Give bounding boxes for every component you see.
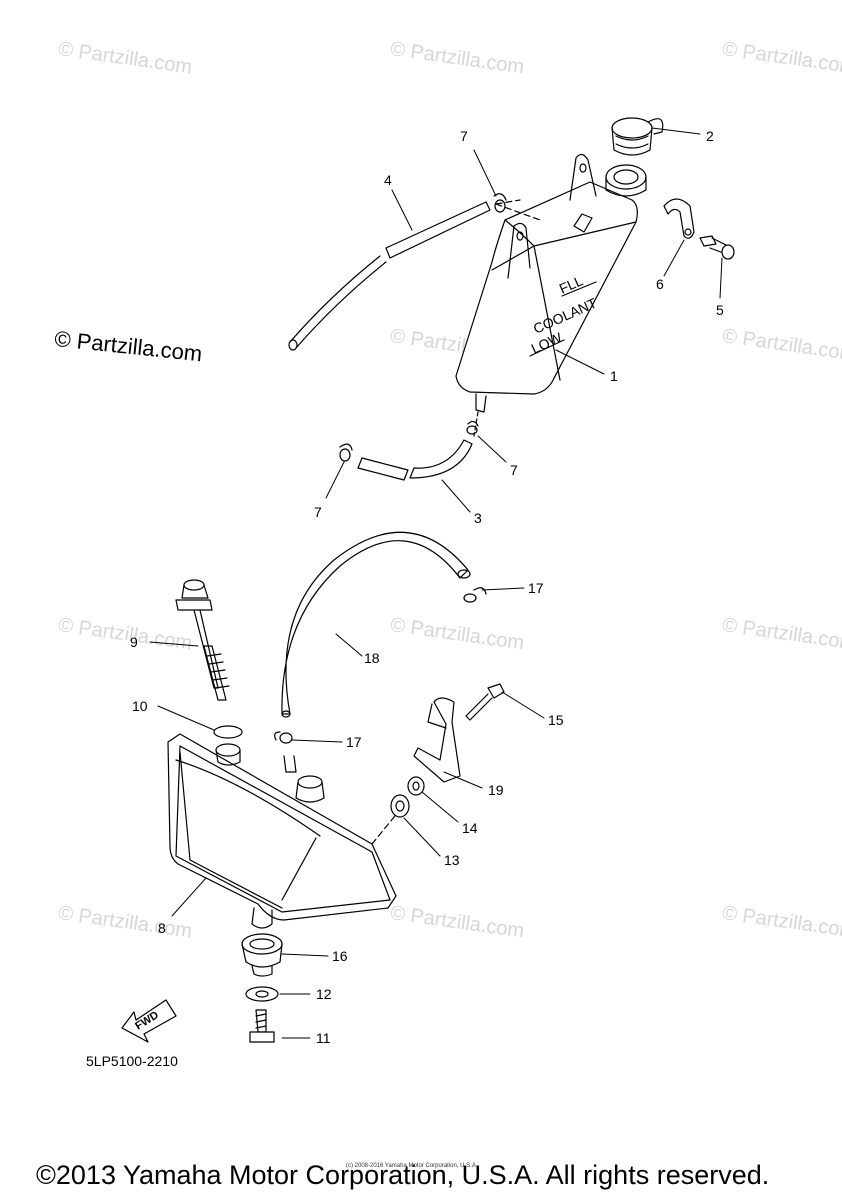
- callout-8: 8: [158, 920, 166, 936]
- callout-11: 11: [316, 1030, 331, 1046]
- callout-7-lower: 7: [510, 462, 518, 478]
- overflow-hose: [288, 199, 541, 351]
- diagram-code: 5LP5100-2210: [86, 1053, 178, 1069]
- collar-13: [390, 794, 410, 818]
- hose-clip-7-lower: [466, 420, 479, 435]
- damper-16: [241, 933, 283, 977]
- callout-7-upper: 7: [460, 128, 468, 144]
- dipstick: [175, 579, 230, 701]
- callout-15: 15: [548, 712, 564, 728]
- bracket-19: [413, 697, 461, 783]
- callout-4: 4: [384, 172, 392, 188]
- callout-17-lower: 17: [346, 734, 362, 750]
- callout-16: 16: [332, 948, 348, 964]
- callout-18: 18: [364, 650, 380, 666]
- o-ring-10: [213, 725, 243, 739]
- callout-12: 12: [316, 986, 332, 1002]
- hose-clamp: [663, 198, 695, 239]
- callout-2: 2: [706, 128, 714, 144]
- bolt-15: [465, 683, 505, 721]
- callout-13: 13: [444, 852, 460, 868]
- hose-clip-7-left: [339, 443, 353, 462]
- callout-3: 3: [474, 510, 482, 526]
- callout-10: 10: [132, 698, 148, 714]
- oil-tank-hose: [281, 531, 471, 718]
- callout-9: 9: [130, 634, 138, 650]
- bolt-11: [249, 1009, 275, 1043]
- callout-17-upper: 17: [528, 580, 544, 596]
- hose-clip-17-lower: [274, 731, 293, 744]
- bolt-5: [699, 235, 735, 260]
- callout-1: 1: [610, 368, 618, 384]
- breather-hose: [357, 411, 479, 481]
- fwd-arrow: FWD: [121, 999, 177, 1043]
- oil-tank: [167, 733, 409, 929]
- callout-7-left: 7: [314, 504, 322, 520]
- washer-12: [245, 986, 279, 1002]
- hose-clip-17-upper: [463, 587, 487, 603]
- grommet-14: [407, 776, 425, 796]
- reservoir-cap: [611, 117, 664, 156]
- tiny-copyright: (c) 2008-2016 Yamaha Motor Corporation, …: [346, 1163, 478, 1169]
- callout-5: 5: [716, 302, 724, 318]
- callout-19: 19: [488, 782, 504, 798]
- callout-6: 6: [656, 276, 664, 292]
- leader-lines: [149, 127, 723, 1039]
- copyright-footer: ©2013 Yamaha Motor Corporation, U.S.A. A…: [36, 1160, 770, 1190]
- callout-14: 14: [462, 820, 478, 836]
